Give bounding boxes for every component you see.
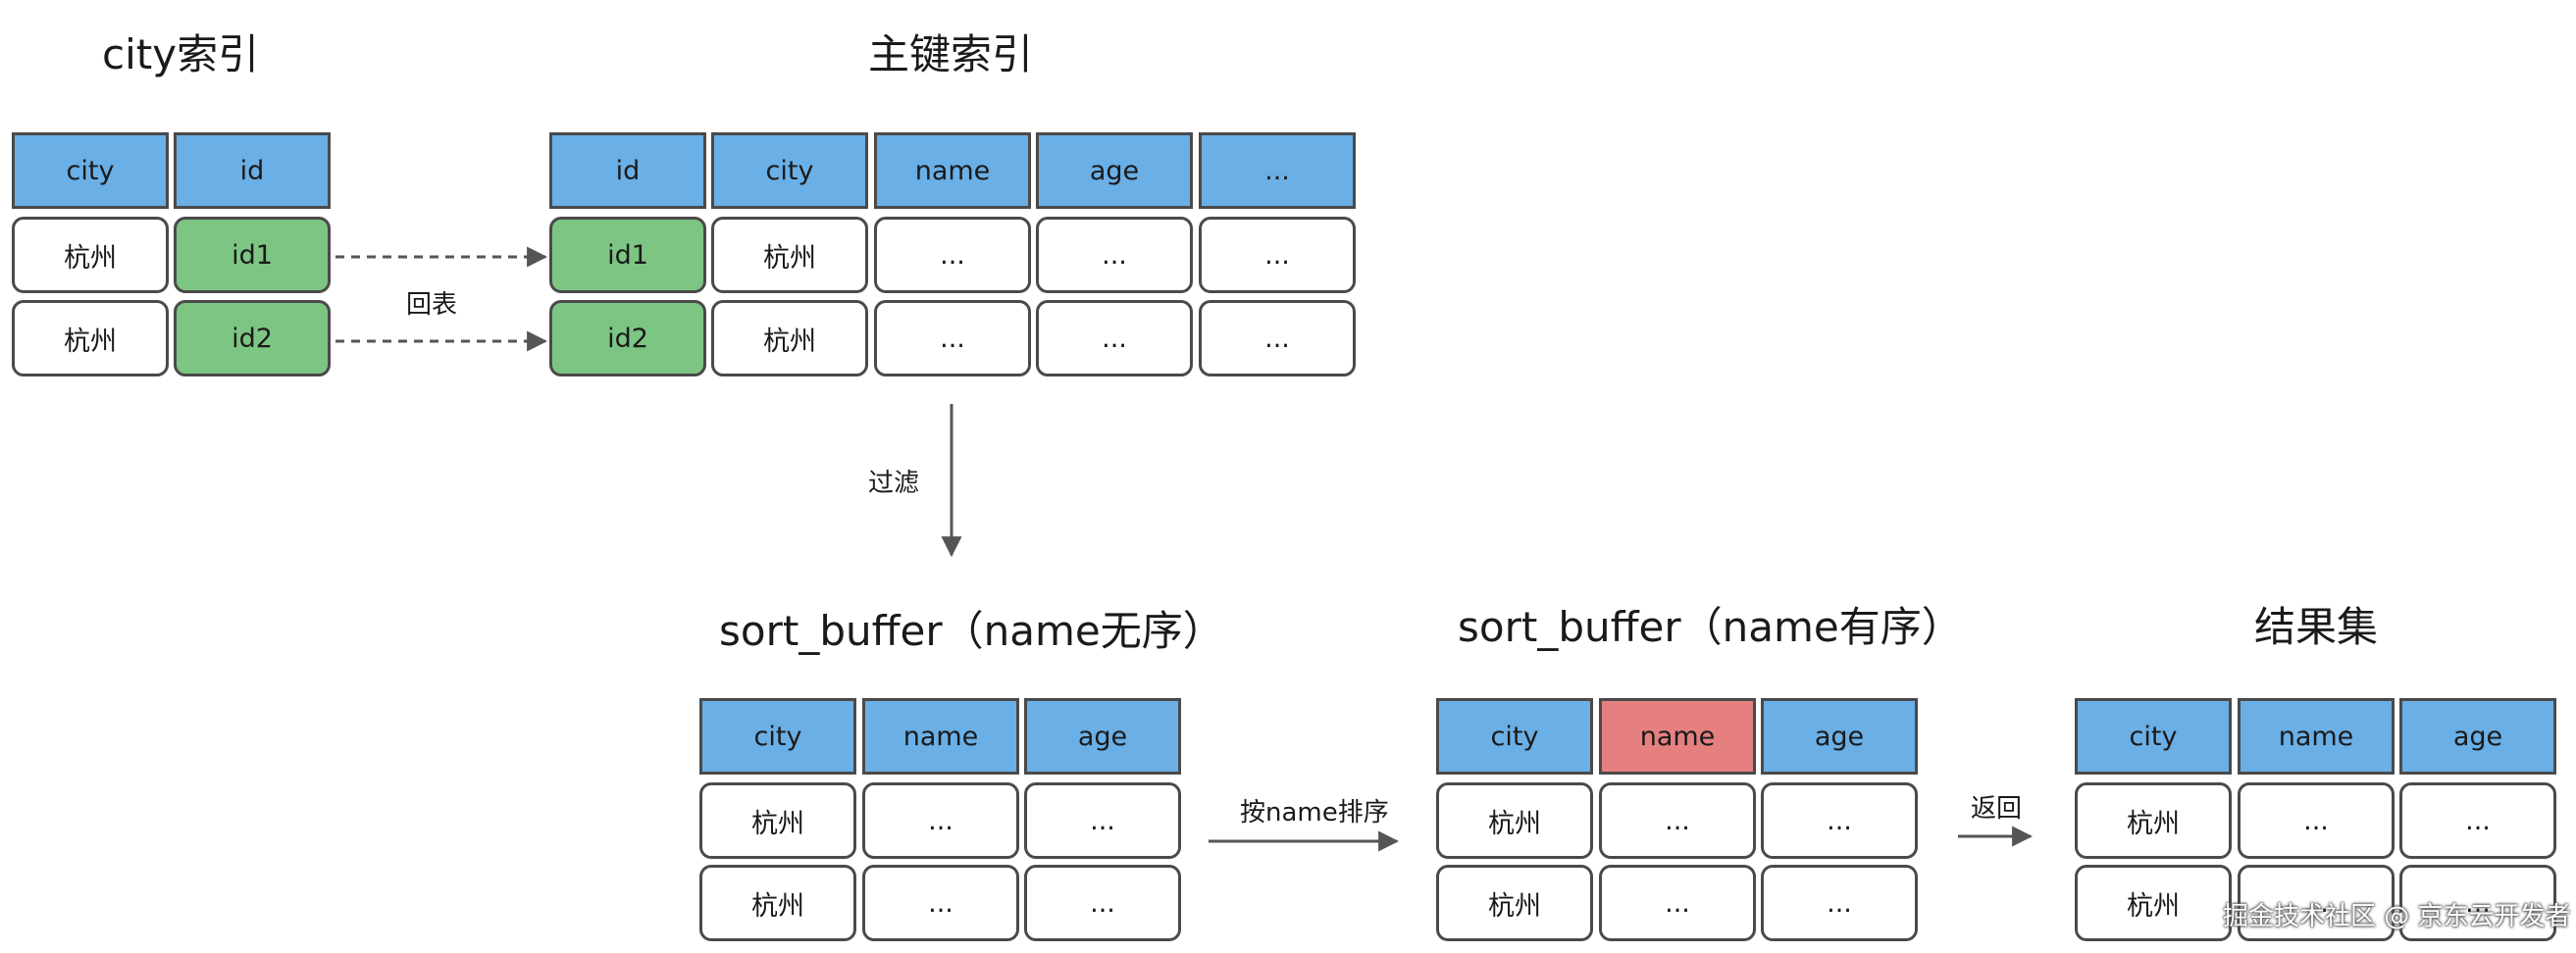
id-cell: id1	[549, 217, 706, 293]
table-cell: 杭州	[699, 865, 856, 941]
header-cell-name: name	[2238, 698, 2395, 775]
sort-buffer-ordered-title: sort_buffer（name有序）	[1458, 603, 1963, 651]
primary-index-title: 主键索引	[868, 30, 1034, 78]
header-cell-name-sorted: name	[1599, 698, 1756, 775]
header-cell-age: age	[1036, 132, 1193, 209]
header-cell-id: id	[549, 132, 706, 209]
table-cell: 杭州	[2075, 782, 2232, 859]
header-cell-age: age	[1761, 698, 1918, 775]
table-cell: ...	[1036, 217, 1193, 293]
result-set-title: 结果集	[2254, 603, 2379, 651]
table-cell: ...	[874, 217, 1031, 293]
table-cell: ...	[1036, 300, 1193, 376]
id-cell: id2	[549, 300, 706, 376]
id-cell: id2	[174, 300, 331, 376]
city-index-title: city索引	[102, 30, 260, 78]
header-cell-more: ...	[1199, 132, 1356, 209]
table-cell: ...	[862, 865, 1019, 941]
header-cell-city: city	[2075, 698, 2232, 775]
table-cell: ...	[2399, 865, 2556, 941]
header-cell-id: id	[174, 132, 331, 209]
table-cell: 杭州	[1436, 865, 1593, 941]
header-cell-city: city	[699, 698, 856, 775]
header-cell-name: name	[862, 698, 1019, 775]
back-to-table-label: 回表	[406, 290, 458, 320]
id-cell: id1	[174, 217, 331, 293]
table-cell: ...	[1024, 865, 1181, 941]
table-cell: ...	[1761, 865, 1918, 941]
watermark: 掘金技术社区 @ 京东云开发者	[2223, 902, 2571, 931]
header-cell-age: age	[1024, 698, 1181, 775]
table-cell: 杭州	[711, 217, 868, 293]
table-cell: ...	[862, 782, 1019, 859]
table-cell: ...	[2238, 782, 2395, 859]
table-cell: ...	[874, 300, 1031, 376]
table-cell: ...	[1761, 782, 1918, 859]
table-cell: ...	[1199, 300, 1356, 376]
table-cell: 杭州	[2075, 865, 2232, 941]
filter-label: 过滤	[868, 469, 920, 498]
table-cell: ...	[1024, 782, 1181, 859]
sort-buffer-unordered-title: sort_buffer（name无序）	[719, 607, 1224, 655]
table-cell: 杭州	[12, 300, 169, 376]
header-cell-name: name	[874, 132, 1031, 209]
table-cell: 杭州	[711, 300, 868, 376]
table-cell: 杭州	[12, 217, 169, 293]
table-cell: 杭州	[699, 782, 856, 859]
table-cell: ...	[1199, 217, 1356, 293]
table-cell: ...	[2399, 782, 2556, 859]
header-cell-age: age	[2399, 698, 2556, 775]
header-cell-city: city	[1436, 698, 1593, 775]
sort-by-name-label: 按name排序	[1240, 798, 1389, 828]
table-cell: 杭州	[1436, 782, 1593, 859]
return-label: 返回	[1971, 794, 2023, 824]
table-cell: ...	[1599, 865, 1756, 941]
header-cell-city: city	[12, 132, 169, 209]
table-cell: ...	[2238, 865, 2395, 941]
table-cell: ...	[1599, 782, 1756, 859]
header-cell-city: city	[711, 132, 868, 209]
